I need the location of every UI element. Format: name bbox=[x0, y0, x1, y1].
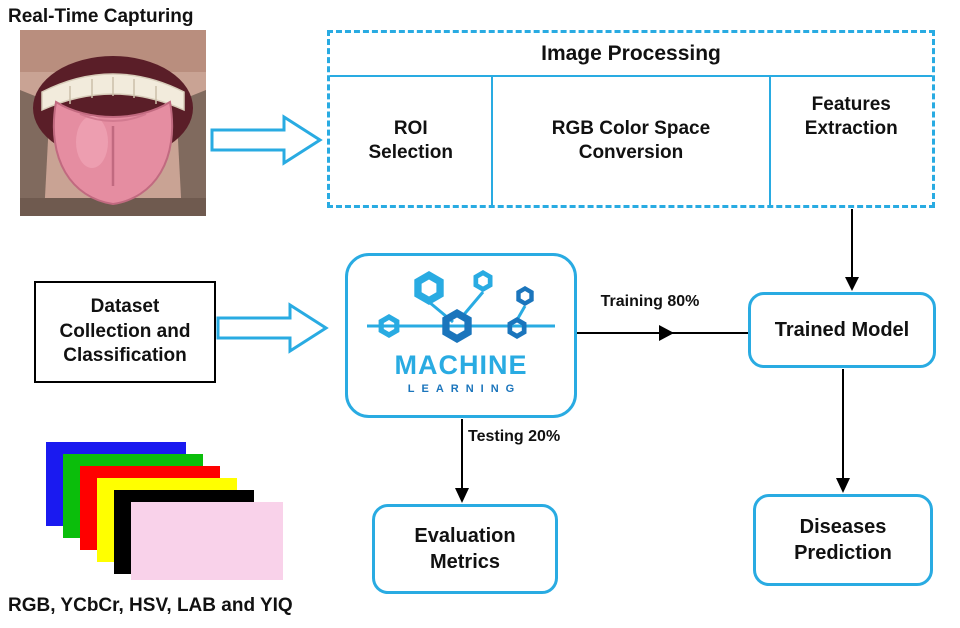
machine-learning-box: MACHINE LEARNING bbox=[345, 253, 577, 418]
features-to-model-arrow bbox=[845, 209, 859, 291]
ml-to-evaluation-arrow bbox=[455, 419, 469, 503]
image-processing-steps: ROI Selection RGB Color Space Conversion… bbox=[330, 77, 932, 205]
diseases-prediction-box: Diseases Prediction bbox=[753, 494, 933, 586]
ml-logo-subtitle: LEARNING bbox=[407, 383, 522, 395]
color-swatch-pink bbox=[131, 502, 283, 580]
dataset-collection-box: Dataset Collection and Classification bbox=[34, 281, 216, 383]
ml-to-model-arrow bbox=[577, 325, 748, 341]
step-rgb-color-space-conversion: RGB Color Space Conversion bbox=[491, 77, 771, 205]
trained-model-label: Trained Model bbox=[774, 319, 910, 341]
model-to-prediction-arrow bbox=[836, 369, 850, 493]
testing-edge-label: Testing 20% bbox=[468, 428, 561, 445]
step-label: ROI Selection bbox=[368, 118, 453, 163]
evaluation-metrics-box: Evaluation Metrics bbox=[372, 504, 558, 594]
image-processing-title: Image Processing bbox=[330, 33, 932, 77]
trained-model-box: Trained Model bbox=[748, 292, 936, 368]
ml-logo-title: MACHINE bbox=[394, 350, 528, 380]
step-features-extraction: Features Extraction bbox=[771, 77, 932, 205]
image-processing-panel: Image Processing ROI Selection RGB Color… bbox=[327, 30, 935, 208]
hexagon-network-icon bbox=[367, 270, 555, 343]
diseases-prediction-label: Diseases Prediction bbox=[794, 516, 892, 564]
step-roi-selection: ROI Selection bbox=[330, 77, 491, 205]
capture-title: Real-Time Capturing bbox=[8, 6, 194, 27]
color-spaces-label: RGB, YCbCr, HSV, LAB and YIQ bbox=[8, 595, 293, 616]
dataset-collection-label: Dataset Collection and Classification bbox=[59, 295, 191, 367]
dataset-to-ml-arrow bbox=[216, 302, 329, 354]
training-edge-label: Training 80% bbox=[600, 293, 700, 310]
evaluation-metrics-label: Evaluation Metrics bbox=[414, 525, 516, 573]
tongue-photo bbox=[20, 30, 206, 216]
step-label: RGB Color Space Conversion bbox=[551, 118, 711, 163]
capture-to-processing-arrow bbox=[210, 114, 323, 166]
step-label: Features Extraction bbox=[804, 94, 898, 139]
